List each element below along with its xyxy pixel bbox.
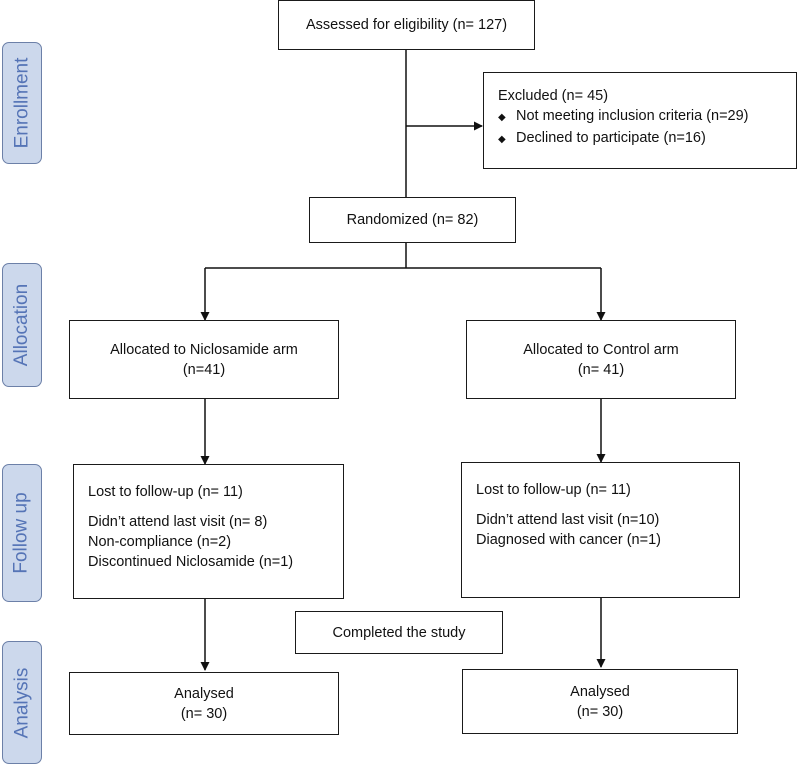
bullet-diamond-icon: ◆	[498, 112, 506, 123]
stage-follow-up: Follow up	[2, 464, 42, 602]
analysis-control-count: (n= 30)	[576, 703, 624, 720]
stage-enrollment: Enrollment	[2, 42, 42, 164]
followup-reason: Discontinued Niclosamide (n=1)	[88, 554, 294, 570]
followup-reason: Non-compliance (n=2)	[88, 534, 232, 550]
excluded-box: Excluded (n= 45) ◆ Not meeting inclusion…	[483, 72, 797, 169]
excluded-item: ◆ Not meeting inclusion criteria (n=29)	[498, 106, 796, 128]
followup-reason: Diagnosed with cancer (n=1)	[476, 532, 661, 548]
stage-follow-up-label: Follow up	[11, 492, 33, 574]
followup-reason: Didn’t attend last visit (n= 8)	[88, 514, 268, 530]
assessed-box: Assessed for eligibility (n= 127)	[278, 0, 535, 50]
allocation-control-count: (n= 41)	[577, 361, 625, 378]
followup-niclosamide-box: Lost to follow-up (n= 11) Didn’t attend …	[73, 464, 344, 599]
analysis-niclosamide-box: Analysed (n= 30)	[69, 672, 339, 735]
randomized-text: Randomized (n= 82)	[346, 212, 479, 228]
excluded-item-text: Declined to participate (n=16)	[516, 130, 706, 146]
allocation-control-box: Allocated to Control arm (n= 41)	[466, 320, 736, 399]
randomized-box: Randomized (n= 82)	[309, 197, 516, 243]
excluded-item-text: Not meeting inclusion criteria (n=29)	[516, 108, 749, 124]
stage-allocation-label: Allocation	[11, 283, 33, 367]
assessed-text: Assessed for eligibility (n= 127)	[305, 17, 508, 33]
stage-allocation: Allocation	[2, 263, 42, 387]
completed-box: Completed the study	[295, 611, 503, 654]
allocation-niclosamide-box: Allocated to Niclosamide arm (n=41)	[69, 320, 339, 399]
analysis-niclosamide-title: Analysed	[174, 685, 234, 702]
analysis-control-box: Analysed (n= 30)	[462, 669, 738, 734]
followup-control-lost: Lost to follow-up (n= 11)	[476, 482, 631, 498]
analysis-control-title: Analysed	[570, 683, 630, 700]
analysis-niclosamide-count: (n= 30)	[180, 705, 228, 722]
allocation-niclosamide-title: Allocated to Niclosamide arm	[110, 341, 298, 358]
stage-enrollment-label: Enrollment	[11, 57, 33, 149]
allocation-niclosamide-count: (n=41)	[182, 361, 226, 378]
stage-analysis-label: Analysis	[11, 667, 32, 738]
excluded-item: ◆ Declined to participate (n=16)	[498, 128, 796, 150]
stage-analysis: Analysis	[2, 641, 42, 764]
followup-control-box: Lost to follow-up (n= 11) Didn’t attend …	[461, 462, 740, 598]
completed-text: Completed the study	[332, 624, 466, 641]
bullet-diamond-icon: ◆	[498, 134, 506, 145]
followup-reason: Didn’t attend last visit (n=10)	[476, 512, 660, 528]
allocation-control-title: Allocated to Control arm	[523, 341, 679, 358]
followup-niclosamide-lost: Lost to follow-up (n= 11)	[88, 484, 243, 500]
excluded-title: Excluded (n= 45)	[498, 88, 609, 104]
